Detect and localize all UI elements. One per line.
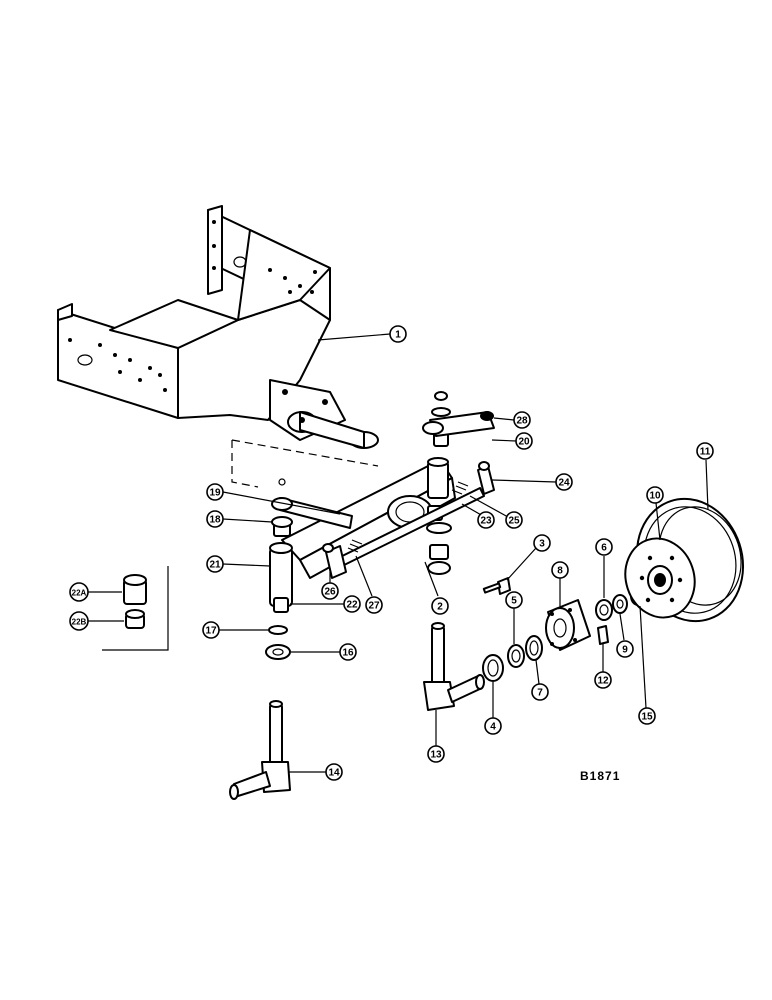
front-axle-assembly — [269, 391, 495, 613]
svg-text:15: 15 — [641, 712, 653, 723]
svg-text:1: 1 — [395, 330, 401, 341]
front-support-frame — [57, 205, 379, 488]
svg-text:21: 21 — [209, 560, 221, 571]
svg-text:24: 24 — [558, 478, 570, 489]
callout-1: 1 — [317, 325, 407, 343]
wheel-rim — [624, 497, 745, 623]
svg-text:12: 12 — [597, 676, 609, 687]
svg-text:20: 20 — [518, 437, 530, 448]
callout-20: 20 — [491, 432, 533, 450]
figure-reference-code: B1871 — [580, 769, 620, 783]
callout-13: 13 — [427, 710, 445, 763]
callout-21: 21 — [206, 555, 271, 573]
callout-23: 23 — [461, 503, 495, 529]
svg-text:28: 28 — [516, 416, 528, 427]
callout-5: 5 — [505, 591, 523, 644]
callout-22a: 22A — [69, 582, 122, 602]
svg-text:22: 22 — [346, 600, 358, 611]
svg-text:5: 5 — [511, 596, 517, 607]
svg-text:8: 8 — [557, 566, 563, 577]
svg-text:17: 17 — [205, 626, 217, 637]
callout-15: 15 — [638, 605, 656, 725]
svg-text:22A: 22A — [72, 589, 87, 598]
callout-10: 10 — [646, 486, 664, 541]
callout-9: 9 — [616, 613, 634, 658]
svg-text:6: 6 — [601, 543, 607, 554]
svg-text:3: 3 — [539, 539, 545, 550]
svg-text:7: 7 — [537, 688, 543, 699]
callout-25: 25 — [469, 495, 523, 529]
spindle-right — [423, 622, 485, 711]
callout-24: 24 — [491, 473, 573, 491]
callout-2: 2 — [424, 561, 449, 615]
svg-text:13: 13 — [430, 750, 442, 761]
svg-text:18: 18 — [209, 515, 221, 526]
svg-text:19: 19 — [209, 488, 221, 499]
spindle-left — [229, 700, 291, 800]
callout-7: 7 — [531, 659, 549, 701]
callout-18: 18 — [206, 510, 273, 528]
svg-text:10: 10 — [649, 491, 661, 502]
callout-26: 26 — [321, 568, 339, 600]
svg-text:27: 27 — [368, 601, 380, 612]
callout-8: 8 — [551, 561, 569, 607]
callout-28: 28 — [493, 411, 531, 429]
callout-19: 19 — [206, 483, 341, 515]
hub-and-bearings — [482, 577, 646, 682]
svg-text:16: 16 — [342, 648, 354, 659]
svg-text:25: 25 — [508, 516, 520, 527]
callouts: 1 2 3 4 5 6 7 — [69, 325, 714, 781]
callout-12: 12 — [594, 644, 612, 689]
callout-22b: 22B — [69, 611, 124, 631]
callout-11: 11 — [696, 442, 714, 511]
callout-17: 17 — [202, 621, 268, 639]
svg-text:23: 23 — [480, 516, 492, 527]
callout-16: 16 — [291, 643, 357, 661]
svg-text:11: 11 — [700, 447, 711, 458]
callout-4: 4 — [484, 682, 502, 735]
callout-6: 6 — [595, 538, 613, 598]
callout-14: 14 — [288, 763, 343, 781]
callout-22: 22 — [290, 595, 361, 613]
svg-text:9: 9 — [622, 645, 628, 656]
svg-text:14: 14 — [328, 768, 340, 779]
svg-text:26: 26 — [324, 587, 336, 598]
svg-text:4: 4 — [490, 722, 496, 733]
svg-text:22B: 22B — [72, 618, 87, 627]
callout-27: 27 — [355, 555, 383, 614]
bushing-inset — [102, 566, 291, 660]
callout-3: 3 — [506, 534, 551, 581]
svg-text:2: 2 — [437, 602, 443, 613]
